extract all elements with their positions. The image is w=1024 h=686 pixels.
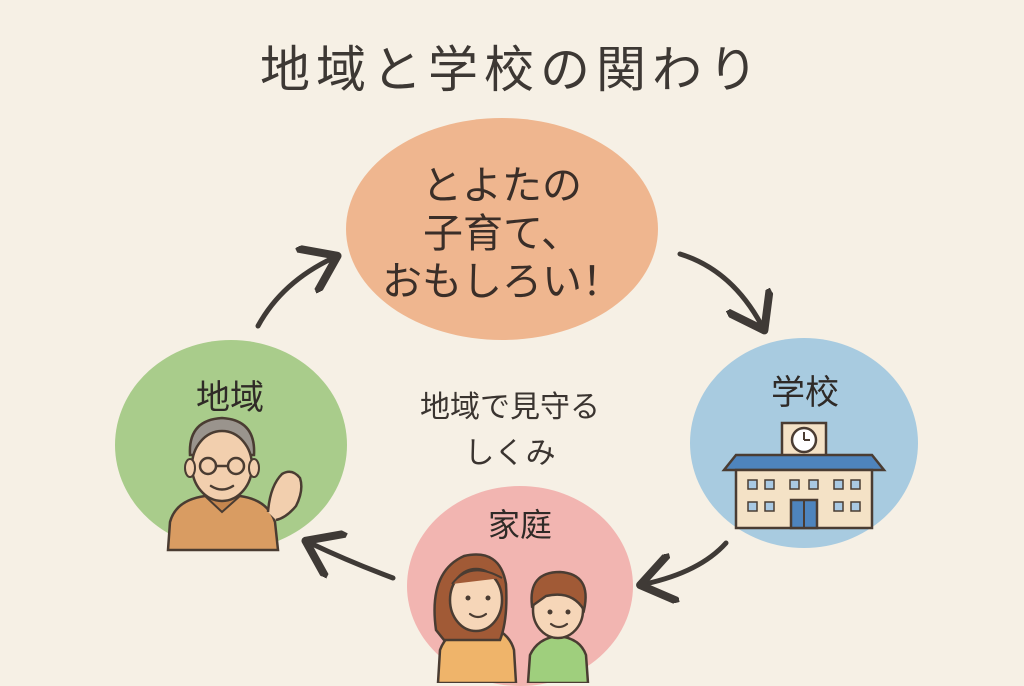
elderly-man-icon: [166, 416, 303, 552]
center-caption-line-2: しくみ: [464, 436, 556, 471]
slogan-line-2: 子育て、: [423, 211, 581, 257]
school-building-icon: [721, 421, 887, 530]
arrow-family-to-community: [310, 543, 396, 581]
arrow-community-to-slogan: [255, 258, 333, 329]
school-label: 学校: [771, 373, 839, 413]
arrow-school-to-family: [645, 540, 729, 584]
center-caption-line-1: 地域で見守る: [420, 390, 600, 425]
arrow-slogan-to-school: [677, 251, 762, 326]
community-label: 地域: [196, 378, 264, 418]
slogan-circle: [346, 118, 658, 340]
slogan-line-3: おもしろい！: [382, 259, 622, 305]
family-label: 家庭: [487, 506, 552, 544]
mother-icon: [433, 553, 518, 683]
slogan-line-1: とよたの: [422, 163, 582, 209]
slogan-text: とよたの 子育て、 おもしろい！: [370, 162, 634, 306]
center-caption: 地域で見守る しくみ: [360, 385, 660, 477]
page-title: 地域と学校の関わり: [260, 41, 764, 99]
child-icon: [526, 570, 590, 683]
